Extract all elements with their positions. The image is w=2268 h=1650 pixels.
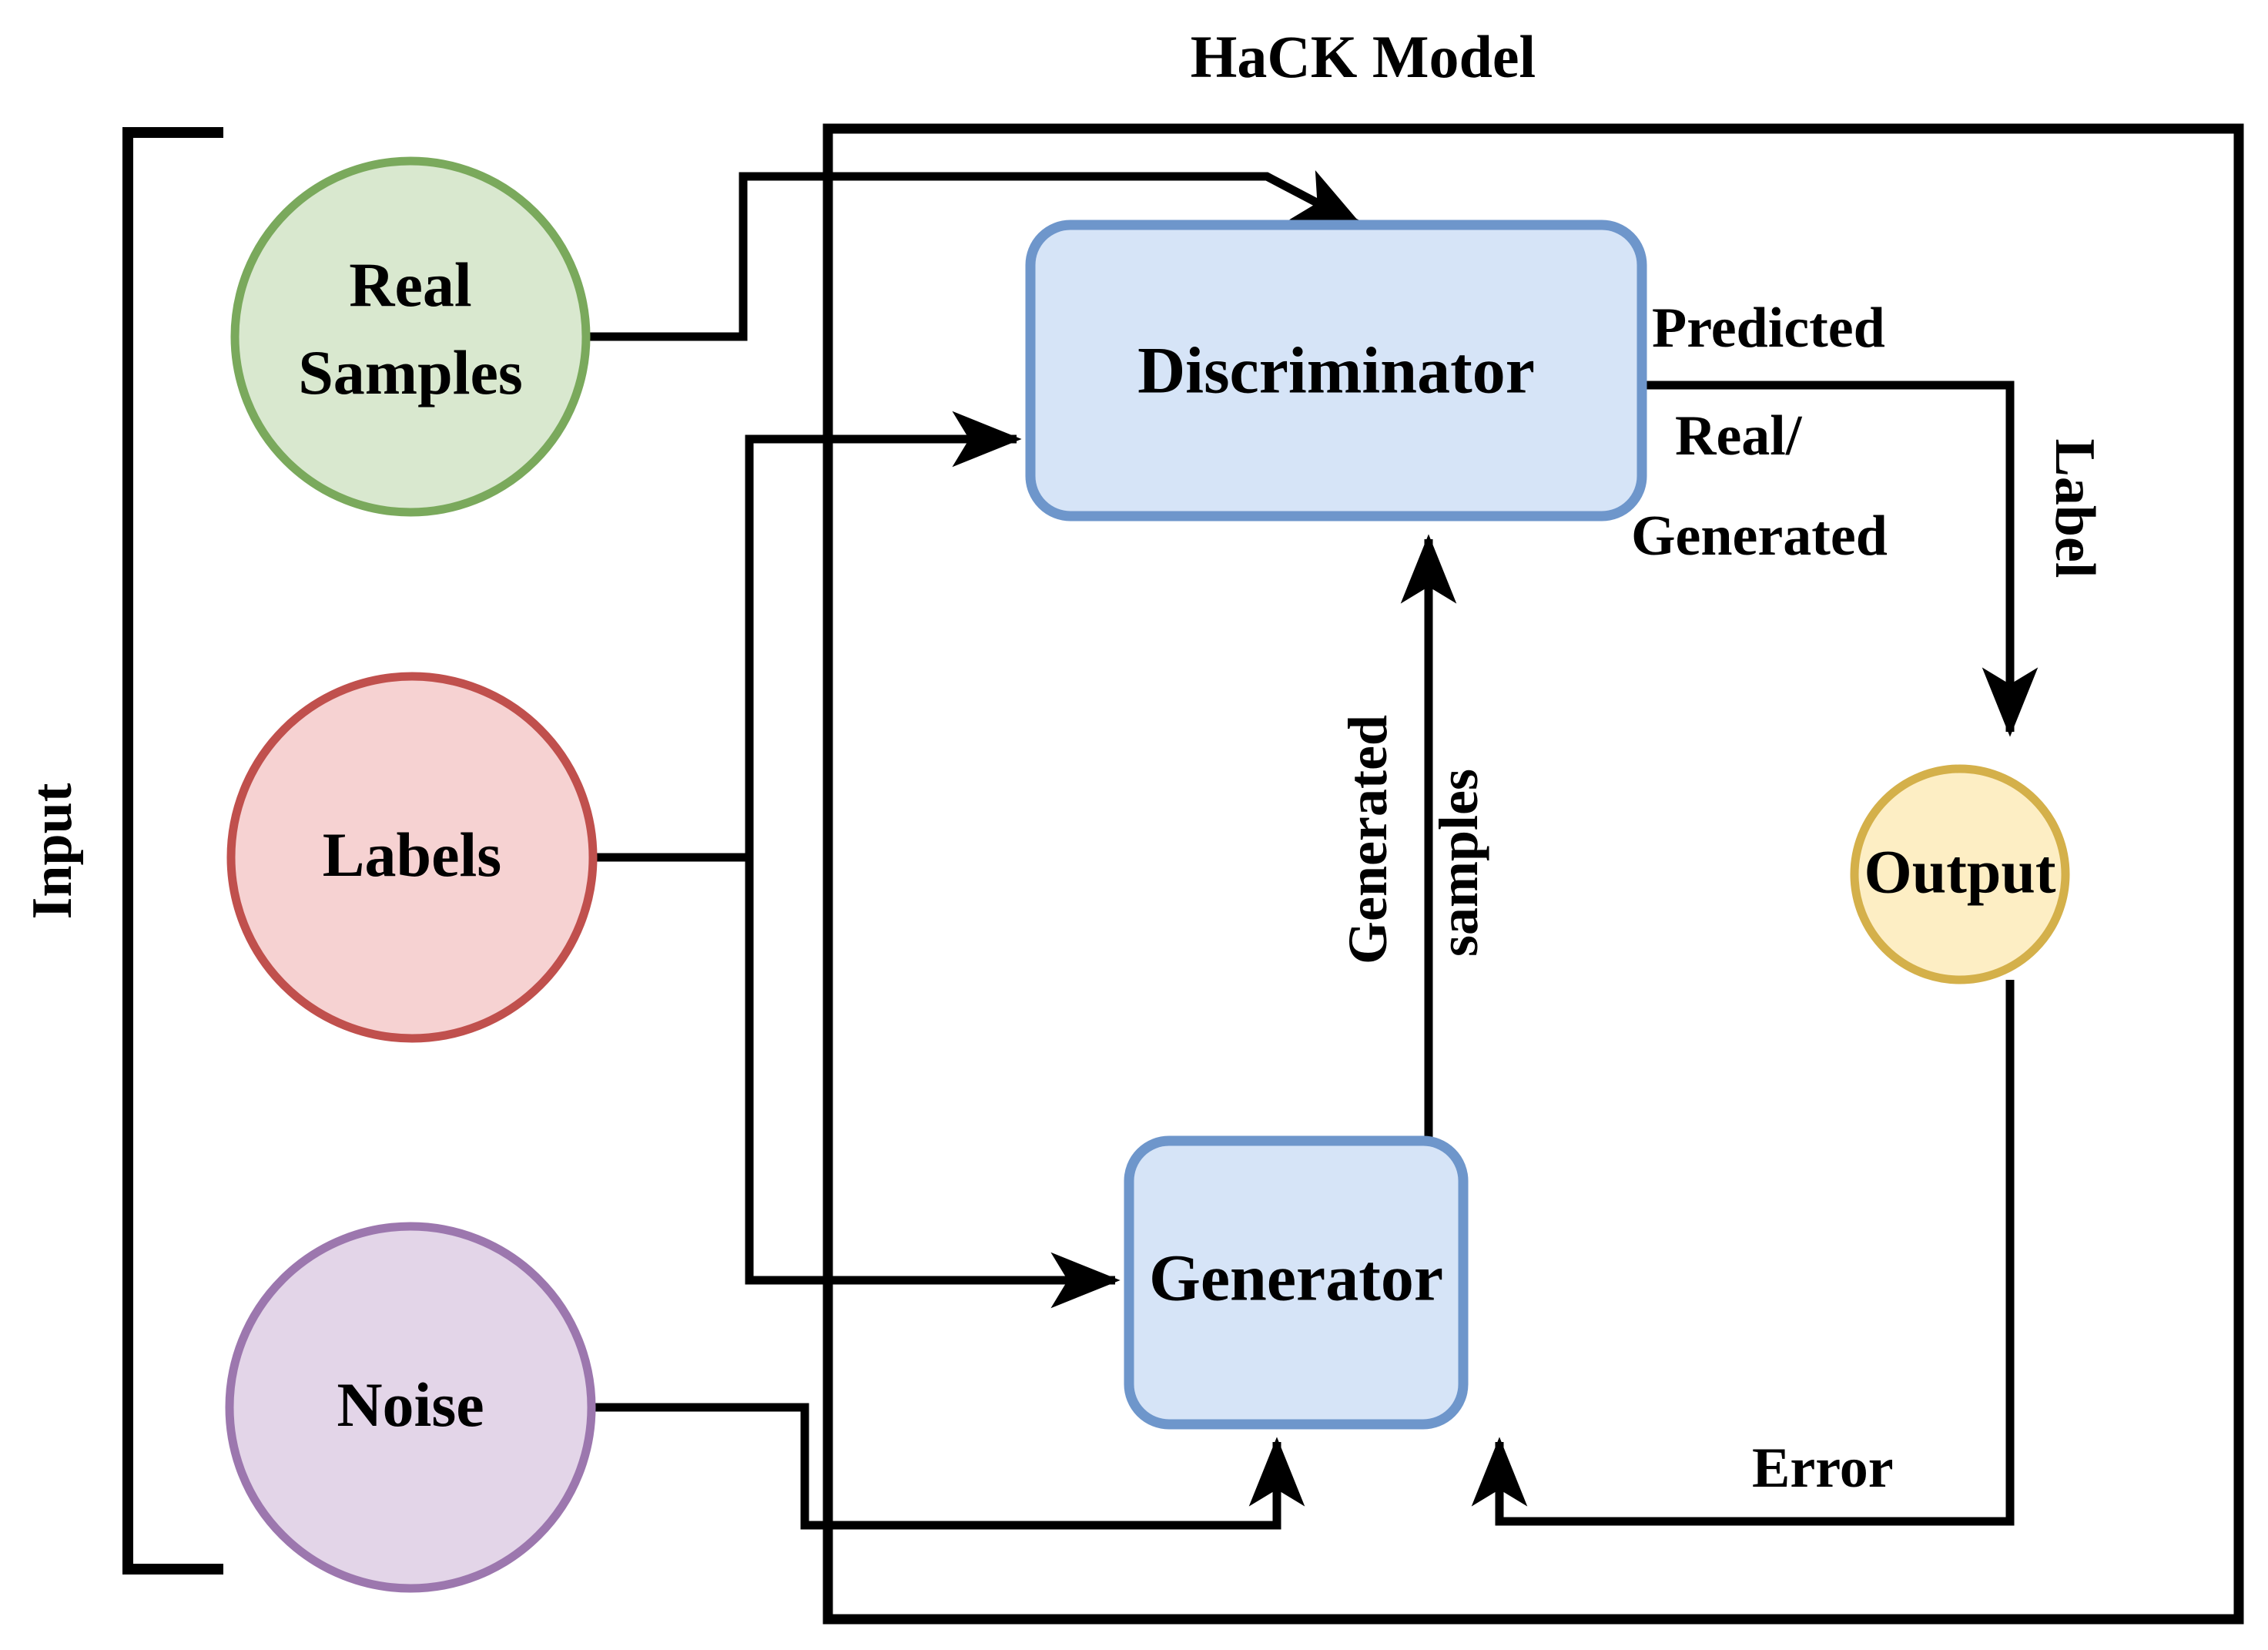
edge-label-predicted: Predicted [1652,297,1885,360]
wire-real-samples-to-discriminator [585,169,1364,341]
diagram-title: HaCK Model [1191,23,1536,90]
node-output[interactable]: Output [1850,764,2070,984]
discriminator-shape [1025,220,1647,521]
input-bracket [122,127,223,1575]
discriminator-label: Discriminator [1137,334,1535,407]
real-samples-label-line2: Samples [298,337,523,407]
real-samples-label-line1: Real [349,250,471,320]
edge-label-real-generated-line2: Generated [1631,505,1888,568]
input-bracket-label: Input [21,783,84,919]
edge-label-generated: Generated [1337,715,1399,964]
node-real-samples[interactable]: Real Samples [230,156,591,517]
wire-noise-to-generator [593,1403,1305,1530]
edge-label-samples: samples [1428,769,1489,957]
labels-label: Labels [323,820,501,890]
wire-labels-to-discriminator [593,411,1022,862]
edge-label-real-generated-line1: Real/ [1675,404,1803,468]
wire-discriminator-to-output [1640,381,2039,737]
real-samples-shape [230,156,591,517]
edge-label-label: Label [2043,439,2106,579]
wire-labels-to-generator [745,857,1121,1309]
labels-shape [226,672,598,1043]
hack-model-boundary [822,123,2244,1625]
output-label: Output [1864,838,2056,906]
output-shape [1850,764,2070,984]
node-discriminator[interactable]: Discriminator [1025,220,1647,521]
edge-label-error: Error [1752,1437,1894,1500]
noise-label: Noise [337,1370,484,1440]
node-noise[interactable]: Noise [225,1222,596,1593]
generator-label: Generator [1149,1241,1443,1315]
noise-shape [225,1222,596,1593]
node-labels[interactable]: Labels [226,672,598,1043]
wire-output-to-generator-error [1471,980,2015,1526]
generator-shape [1124,1135,1469,1430]
node-generator[interactable]: Generator [1124,1135,1469,1430]
